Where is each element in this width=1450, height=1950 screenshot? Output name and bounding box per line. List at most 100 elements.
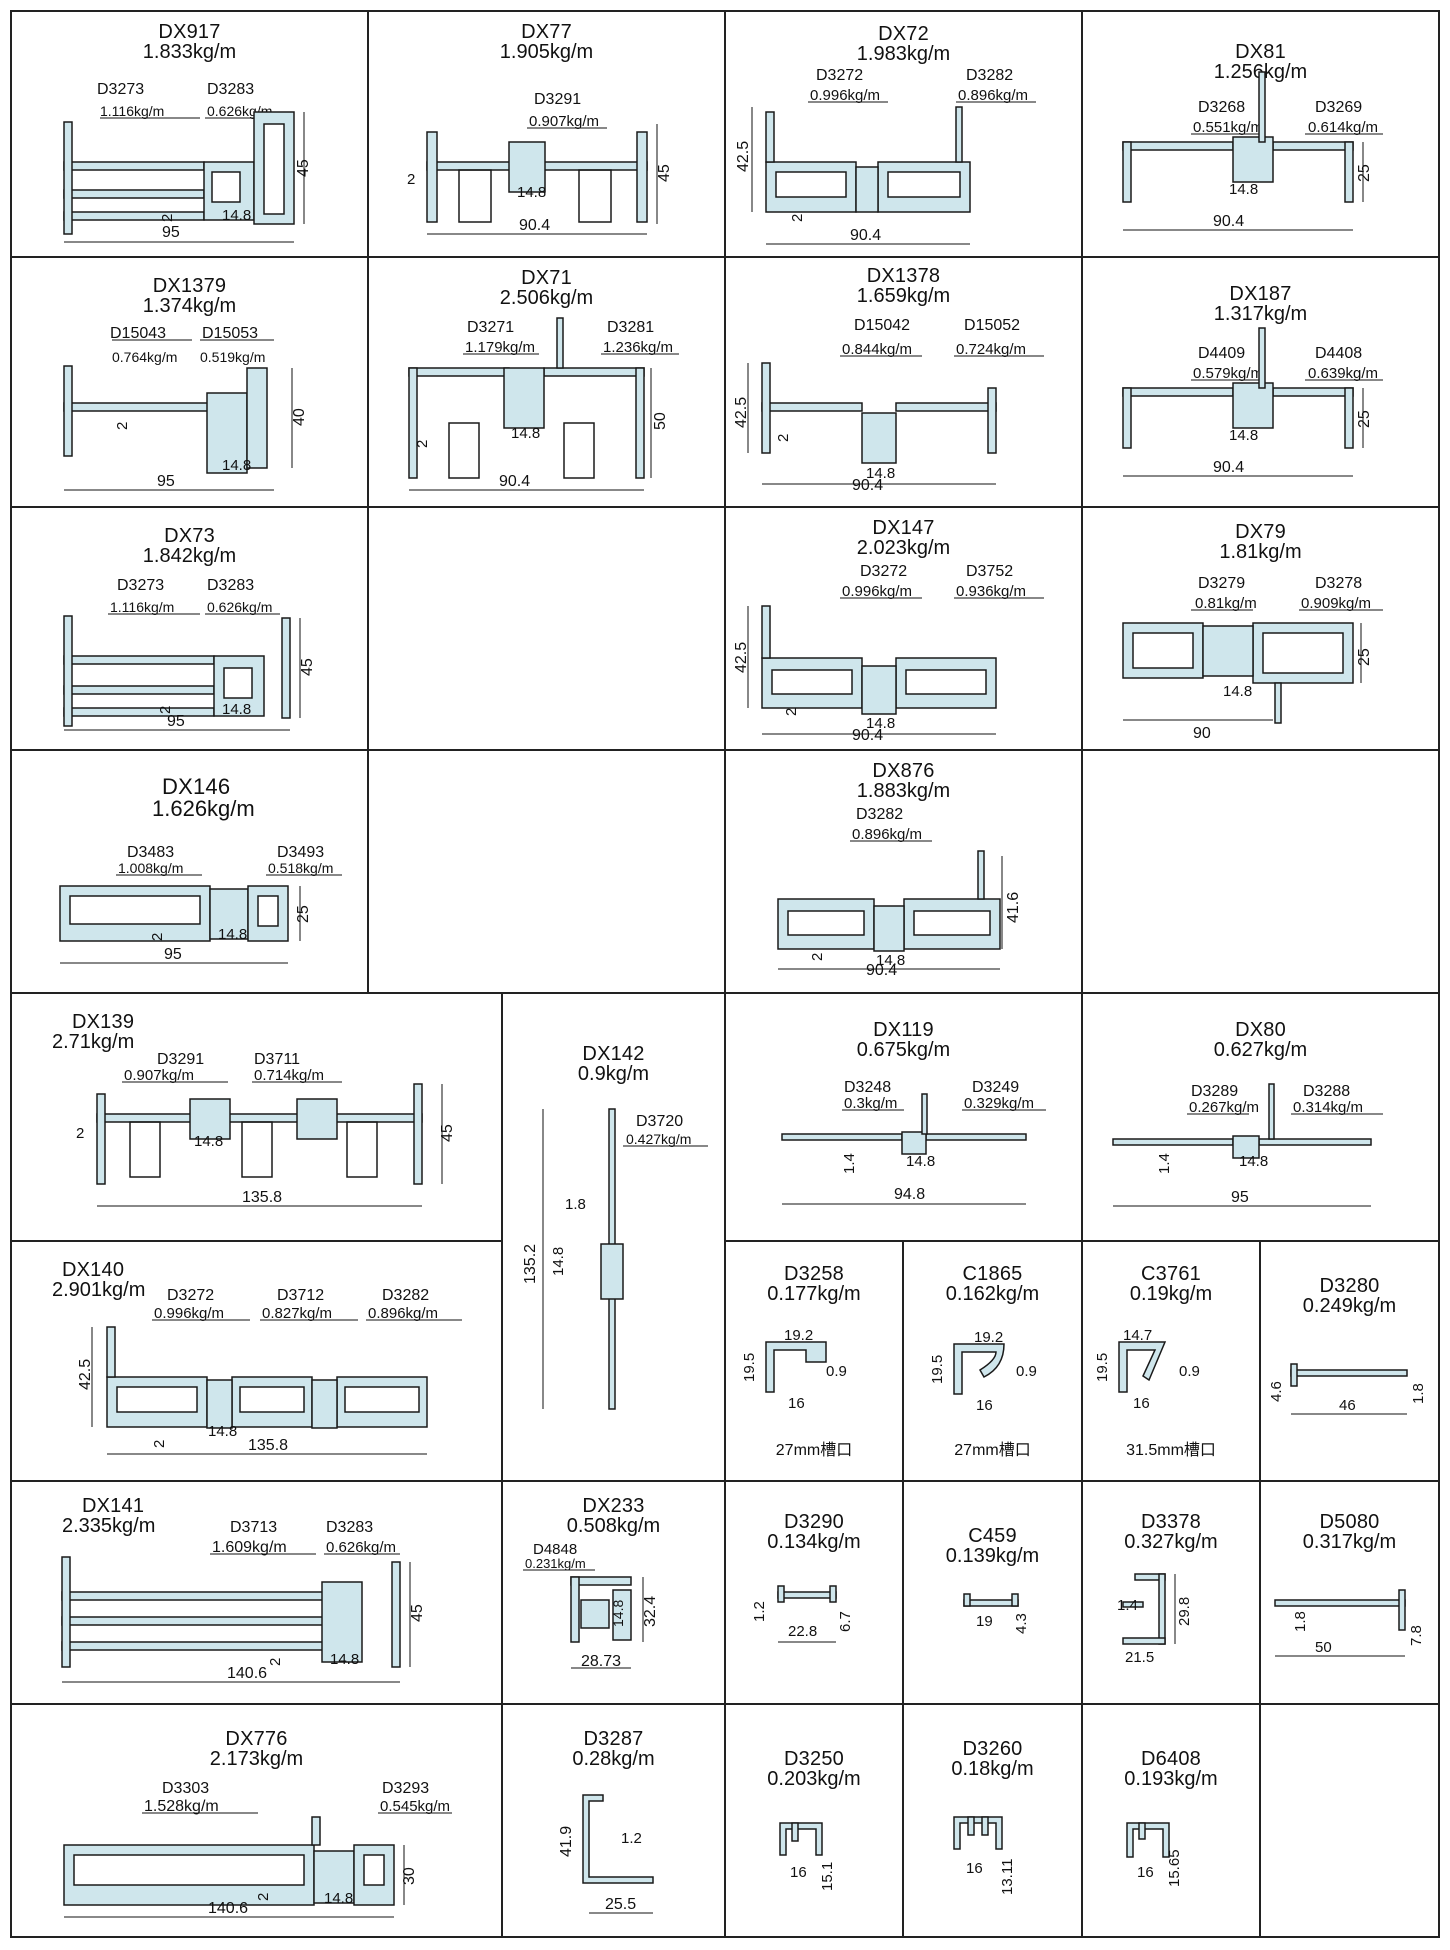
profile-drawing-d3260: 16 13.11 <box>953 1816 1016 1895</box>
profile-code: DX142 <box>582 1043 645 1065</box>
profile-weight: 0.249kg/m <box>1302 1295 1397 1317</box>
dim-strip: 14.8 <box>208 1423 237 1440</box>
profile-code: C3761 <box>1141 1263 1201 1285</box>
profile-drawing-d3287: 41.9 1.2 25.5 <box>558 1794 654 1914</box>
dim-height: 42.5 <box>733 397 750 428</box>
part-weight: 0.896kg/m <box>852 826 922 843</box>
profile-code: D3260 <box>962 1738 1023 1760</box>
part-code: D3291 <box>534 91 581 108</box>
part-code: D15052 <box>964 317 1020 334</box>
dim-wall: 2 <box>149 933 166 941</box>
profile-shape <box>1122 622 1354 724</box>
part-weight: 0.827kg/m <box>262 1305 332 1322</box>
dim-a: 1.2 <box>751 1601 768 1622</box>
part-code: D3291 <box>157 1051 204 1068</box>
profile-shape <box>1122 71 1354 203</box>
profile-weight: 0.177kg/m <box>767 1283 861 1305</box>
profile-shape <box>781 1093 1027 1155</box>
profile-drawing-dx141: D3713 1.609kg/m D3283 0.626kg/m 140.6 45… <box>61 1519 426 1683</box>
dim-height: 25 <box>1356 164 1373 182</box>
part-code: D3289 <box>1191 1083 1238 1100</box>
part-weight: 1.609kg/m <box>212 1539 287 1556</box>
profile-drawing-dx139: D3291 0.907kg/m D3711 0.714kg/m 135.8 45… <box>76 1051 456 1207</box>
dim-a: 19 <box>976 1613 993 1630</box>
profile-weight: 0.675kg/m <box>856 1039 951 1061</box>
profile-shape <box>963 1593 1019 1607</box>
part-code: D3483 <box>127 844 174 861</box>
part-weight: 0.545kg/m <box>380 1798 450 1815</box>
dim-a: 14.7 <box>1123 1327 1152 1344</box>
profile-code: DX876 <box>872 760 935 782</box>
part-weight: 0.579kg/m <box>1193 365 1263 382</box>
dim-strip: 14.8 <box>1229 427 1258 444</box>
cell-dx139: DX139 2.71kg/m D3291 0.907kg/m D3711 0.7… <box>10 994 503 1242</box>
profile-weight: 0.28kg/m <box>572 1748 655 1770</box>
profile-code: DX233 <box>582 1495 645 1517</box>
dim-wall: 2 <box>414 440 431 448</box>
profile-code: C459 <box>968 1525 1017 1547</box>
part-weight: 0.427kg/m <box>626 1131 691 1147</box>
dim-b: 15.1 <box>819 1862 836 1891</box>
dim-wall: 2 <box>407 171 415 188</box>
profile-drawing-dx71: D3271 1.179kg/m D3281 1.236kg/m 90.4 50 … <box>408 317 679 491</box>
dim-wall: 2 <box>159 214 176 222</box>
profile-weight: 0.19kg/m <box>1129 1283 1213 1305</box>
profile-drawing-dx72: D3272 0.996kg/m D3282 0.896kg/m 90.4 42.… <box>735 67 1036 245</box>
profile-drawing-dx73: D3273 1.116kg/m D3283 0.626kg/m 95 45 14… <box>63 577 316 731</box>
dim-width: 135.8 <box>248 1437 288 1454</box>
dim-c: 25.5 <box>605 1896 636 1913</box>
dim-height: 30 <box>401 1867 418 1885</box>
dim-width: 90.4 <box>852 477 883 494</box>
part-weight: 0.551kg/m <box>1193 119 1263 136</box>
profile-code: DX1378 <box>866 265 941 287</box>
dim-height: 50 <box>652 412 669 430</box>
part-code: D3711 <box>254 1051 300 1068</box>
dim-width: 28.73 <box>581 1653 621 1670</box>
profile-weight: 2.173kg/m <box>209 1748 304 1770</box>
profile-shape <box>600 1108 624 1410</box>
dim-height: 45 <box>409 1604 426 1622</box>
dim-b: 15.65 <box>1166 1849 1183 1887</box>
part-code: D15053 <box>202 325 258 342</box>
profile-shape <box>761 605 997 715</box>
part-code: D3293 <box>382 1780 429 1797</box>
profile-code: DX139 <box>72 1011 135 1033</box>
profile-shape <box>63 365 268 474</box>
dim-d: 16 <box>788 1395 805 1412</box>
dim-wall: 2 <box>255 1893 272 1901</box>
dim-c: 7.8 <box>1408 1625 1425 1646</box>
cell-dx77: DX77 1.905kg/m D3291 0.907kg/m 90.4 45 1… <box>369 10 726 258</box>
dim-width: 95 <box>167 713 185 730</box>
profile-drawing-d3250: 16 15.1 <box>779 1822 836 1891</box>
profile-shape <box>1290 1363 1408 1387</box>
cell-d3250: D3250 0.203kg/m 16 15.1 <box>726 1705 904 1938</box>
profile-drawing-d3378: 1.4 29.8 21.5 <box>1117 1573 1193 1666</box>
dim-height: 45 <box>656 164 673 182</box>
dim-strip: 14.8 <box>1229 181 1258 198</box>
dim-height: 135.2 <box>522 1244 539 1284</box>
dim-width: 140.6 <box>208 1900 248 1917</box>
part-code: D3249 <box>972 1079 1019 1096</box>
part-weight: 0.936kg/m <box>956 583 1026 600</box>
profile-weight: 2.506kg/m <box>499 287 594 309</box>
profile-code: C1865 <box>962 1263 1023 1285</box>
cell-dx79: DX79 1.81kg/m D3279 0.81kg/m D3278 0.909… <box>1083 508 1440 751</box>
cell-dx141: DX141 2.335kg/m D3713 1.609kg/m D3283 0.… <box>10 1482 503 1705</box>
dim-strip: 14.8 <box>1223 683 1252 700</box>
profile-drawing-dx81: D3268 0.551kg/m D3269 0.614kg/m 90.4 25 … <box>1122 71 1383 231</box>
part-weight: 0.996kg/m <box>842 583 912 600</box>
cell-d6408: D6408 0.193kg/m 16 15.65 <box>1083 1705 1261 1938</box>
slot-note: 27mm槽口 <box>954 1442 1031 1459</box>
profile-shape <box>953 1343 1005 1395</box>
profile-weight: 2.335kg/m <box>62 1515 156 1537</box>
dim-strip: 14.8 <box>511 425 540 442</box>
profile-drawing-c3761: 14.7 19.5 0.9 16 <box>1094 1327 1200 1412</box>
part-code: D3282 <box>382 1287 429 1304</box>
dim-c: 21.5 <box>1125 1649 1154 1666</box>
profile-shape <box>570 1576 632 1643</box>
dim-height: 45 <box>439 1124 456 1142</box>
dim-b: 19.5 <box>741 1353 758 1382</box>
profile-code: D3250 <box>784 1748 844 1770</box>
dim-a: 41.9 <box>558 1826 575 1857</box>
slot-note: 27mm槽口 <box>775 1442 853 1459</box>
